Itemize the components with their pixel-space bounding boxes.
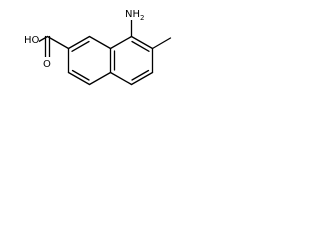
amine-label-text: NH <box>125 9 140 20</box>
bond-c6-carboxyl-carbon <box>46 35 70 50</box>
chemical-structure-diagram: NH2 HO O <box>23 7 172 86</box>
bond-c2-methyl <box>151 37 172 50</box>
bond-c8-c7 <box>67 35 91 50</box>
bond-c6-c5-double <box>71 69 90 81</box>
bond-c8a-c8 <box>88 35 112 50</box>
bond-c3-c4 <box>130 71 154 86</box>
hydroxyl-label: HO <box>24 35 40 46</box>
bond-c6-c5 <box>67 71 91 86</box>
bond-c5-c4a <box>88 71 112 86</box>
carbonyl-oxygen-label: O <box>43 59 51 70</box>
amine-label-mask <box>124 7 148 20</box>
bond-c3-c4-double <box>131 69 150 81</box>
amine-label: NH2 <box>125 9 144 22</box>
bond-c4-c4a <box>109 71 133 86</box>
bond-c1-c2 <box>130 35 154 50</box>
acid-label-mask <box>23 33 39 46</box>
bond-c8-c7-double <box>71 40 90 52</box>
bond-c1-c2-double <box>131 40 150 52</box>
carbonyl-label-mask <box>42 57 53 70</box>
bond-c8a-c1 <box>109 35 133 50</box>
amine-label-subscript: 2 <box>140 14 144 22</box>
